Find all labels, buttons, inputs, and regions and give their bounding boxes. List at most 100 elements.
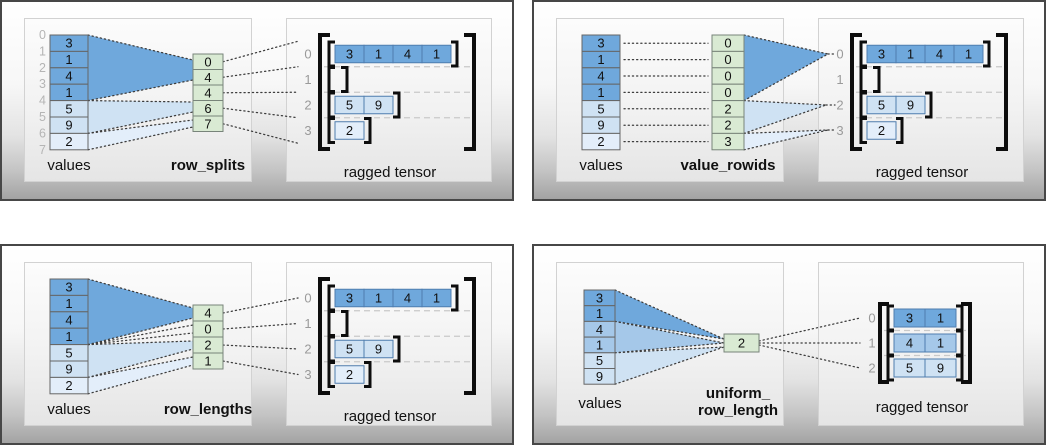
tensor-open-bracket (318, 33, 330, 151)
values-cell (49, 376, 89, 395)
value-index-label: 2 (39, 61, 46, 75)
tensor-open-bracket (318, 277, 330, 395)
fan-edge-dotted (87, 99, 194, 103)
method-cell-text: 2 (204, 338, 211, 353)
tensor-row-index: 2 (868, 361, 875, 376)
row-open-bracket (327, 361, 335, 388)
tensor-cell-text: 2 (346, 123, 353, 138)
tensor-cell-text: 5 (878, 98, 885, 113)
dotted-connector (222, 91, 299, 94)
values-label: values (578, 395, 621, 412)
tensor-cell (334, 121, 365, 140)
tensor-row-index: 2 (304, 98, 311, 113)
tensor-close-bracket (996, 33, 1008, 151)
tensor-row-index: 3 (304, 123, 311, 138)
tensor-cell-text: 9 (907, 98, 914, 113)
dotted-connector (222, 123, 299, 144)
tensor-row-index: 1 (868, 336, 875, 351)
method-cell-text: 1 (204, 354, 211, 369)
dotted-connector (222, 297, 299, 314)
fan-edge-dotted (614, 342, 725, 354)
tensor-close-bracket (961, 302, 972, 384)
tensor-row-index: 0 (304, 291, 311, 306)
ragged-tensor-label: ragged tensor (876, 399, 969, 416)
values-cell-text: 1 (65, 52, 72, 67)
row-open-bracket (327, 91, 335, 119)
values-cell-text: 9 (597, 118, 604, 133)
fan-light (88, 100, 193, 134)
ragged-tensor-label: ragged tensor (876, 164, 969, 181)
dotted-connector (222, 40, 299, 63)
method-label-line2: row_length (698, 402, 778, 419)
tensor-cell-text: 2 (346, 367, 353, 382)
row-close-bracket (393, 91, 401, 119)
row-open-bracket (886, 304, 894, 332)
tensor-cell-text: 9 (375, 342, 382, 357)
dotted-connector (222, 360, 299, 376)
value-index-label: 4 (39, 94, 46, 108)
row-close-bracket (341, 66, 349, 93)
method-label: row_splits (171, 157, 245, 174)
values-cell (583, 368, 616, 385)
tensor-cell (334, 365, 365, 384)
ragged-tensor-label: ragged tensor (344, 408, 437, 425)
tensor-cell-text: 9 (375, 98, 382, 113)
row-close-bracket (956, 354, 964, 382)
row-open-bracket (886, 329, 894, 357)
value-index-label: 7 (39, 143, 46, 157)
value-index-label: 6 (39, 126, 46, 140)
row-open-bracket (886, 354, 894, 382)
values-cell-text: 1 (596, 306, 603, 321)
tensor-close-bracket (464, 277, 476, 395)
tensor-cell-text: 5 (346, 342, 353, 357)
values-label: values (579, 157, 622, 174)
fan-edge-dotted (614, 320, 725, 344)
fan-edge-dotted (87, 79, 194, 102)
fan-light (744, 100, 826, 134)
fan-edge-dotted (614, 346, 725, 354)
row-open-bracket (327, 66, 335, 93)
row-open-bracket (859, 117, 867, 144)
tensor-row-index: 2 (836, 98, 843, 113)
row-open-bracket (859, 66, 867, 93)
fan-lighter (88, 120, 193, 150)
method-cell (723, 333, 760, 353)
values-cell-text: 1 (65, 329, 72, 344)
values-cell-text: 2 (65, 134, 72, 149)
values-cell-text: 4 (597, 69, 604, 84)
tensor-cell-text: 1 (433, 47, 440, 62)
tensor-row-index: 0 (304, 47, 311, 62)
dotted-connector (758, 317, 861, 342)
method-cell-text: 3 (724, 134, 731, 149)
values-cell-text: 1 (597, 85, 604, 100)
tensor-cell-text: 1 (375, 47, 382, 62)
method-cell-text: 4 (204, 70, 211, 85)
values-cell-text: 9 (65, 362, 72, 377)
fan-edge-dotted (743, 129, 829, 135)
tensor-cell-text: 1 (375, 291, 382, 306)
row-close-bracket (983, 40, 991, 68)
fan-edge-dotted (87, 278, 194, 309)
row-close-bracket (873, 66, 881, 93)
fan-edge-dotted (87, 364, 194, 395)
tensor-cell (895, 95, 926, 115)
values-cell-text: 4 (65, 69, 72, 84)
tensor-row-index: 0 (868, 311, 875, 326)
tensor-row-index: 2 (304, 342, 311, 357)
method-cell (711, 132, 745, 151)
fan-edge-dotted (87, 340, 194, 346)
method-cell (192, 352, 224, 370)
tensor-cell-text: 3 (346, 47, 353, 62)
fan-edge-dotted (87, 317, 194, 346)
fan-edge-dotted (614, 346, 725, 385)
tensor-open-bracket (878, 302, 889, 384)
row-close-bracket (451, 284, 459, 312)
row-close-bracket (451, 40, 459, 68)
fan-edge-dotted (87, 348, 194, 379)
values-cell-text: 5 (65, 101, 72, 116)
fan-dark (744, 35, 828, 101)
fan-edge-dotted (614, 289, 725, 340)
